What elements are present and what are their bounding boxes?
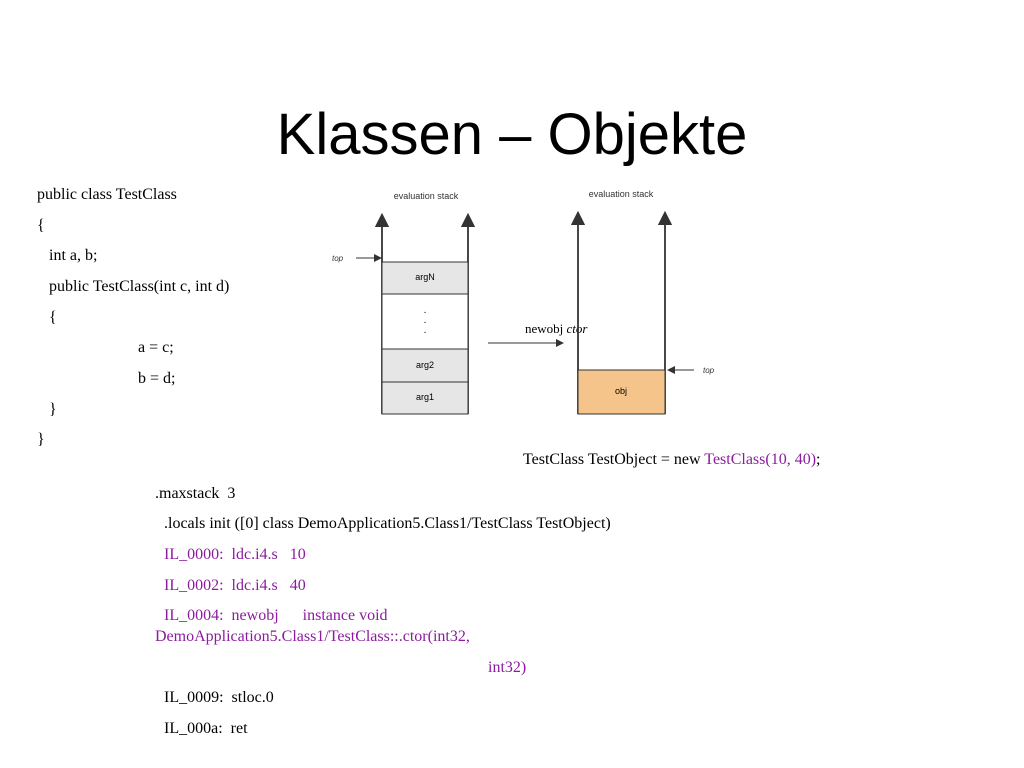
source-line: int a, b; — [49, 247, 98, 264]
il-line: IL_0002: ldc.i4.s 40 — [164, 577, 306, 594]
right-stack-label: evaluation stack — [589, 189, 654, 199]
statement-line: TestClass TestObject = new TestClass(10,… — [523, 450, 821, 470]
statement-prefix: TestClass TestObject = new — [523, 451, 705, 468]
right-top-label: top — [703, 366, 715, 375]
il-line: IL_000a: ret — [164, 720, 248, 737]
stack-cell-arg1-label: arg1 — [416, 392, 434, 402]
il-line: IL_0009: stloc.0 — [164, 689, 274, 706]
left-top-label: top — [332, 254, 344, 263]
stack-ellipsis-dot: . — [424, 315, 427, 326]
source-line: { — [37, 217, 45, 234]
il-line: IL_0000: ldc.i4.s 10 — [164, 546, 306, 563]
source-line: public class TestClass — [37, 186, 177, 203]
source-line: { — [49, 309, 57, 326]
statement-suffix: ; — [816, 451, 821, 468]
stack-ellipsis-dot: . — [424, 325, 427, 336]
source-line: a = c; — [138, 339, 174, 356]
stack-cell-obj-label: obj — [615, 386, 627, 396]
il-line: .locals init ([0] class DemoApplication5… — [164, 515, 611, 532]
source-line: } — [37, 431, 45, 448]
transition-op: newobj — [525, 321, 563, 336]
source-line: b = d; — [138, 370, 176, 387]
stack-cell-obj — [577, 369, 666, 415]
source-line: public TestClass(int c, int d) — [49, 278, 230, 295]
stack-cell-arg2 — [381, 348, 469, 383]
slide-title: Klassen – Objekte — [276, 102, 748, 167]
statement-call: TestClass(10, 40) — [704, 451, 817, 468]
stack-cell-arg1 — [381, 381, 469, 415]
stack-ellipsis-dot: . — [424, 305, 427, 316]
stack-cell-ellipsis — [381, 293, 469, 350]
il-line: .maxstack 3 — [155, 485, 236, 502]
il-line: IL_0004: newobj instance void — [164, 607, 388, 624]
source-line: } — [49, 401, 57, 418]
left-stack-label: evaluation stack — [394, 191, 459, 201]
transition-label: newobj ctor — [525, 321, 588, 336]
il-line: DemoApplication5.Class1/TestClass::.ctor… — [155, 628, 470, 645]
stack-cell-arg2-label: arg2 — [416, 360, 434, 370]
stack-cell-argN — [381, 261, 469, 295]
evaluation-stack-diagram: evaluation stack argN . . . arg2 arg1 to… — [332, 189, 715, 415]
stack-cell-argN-label: argN — [415, 272, 435, 282]
il-line: int32) — [488, 659, 527, 676]
